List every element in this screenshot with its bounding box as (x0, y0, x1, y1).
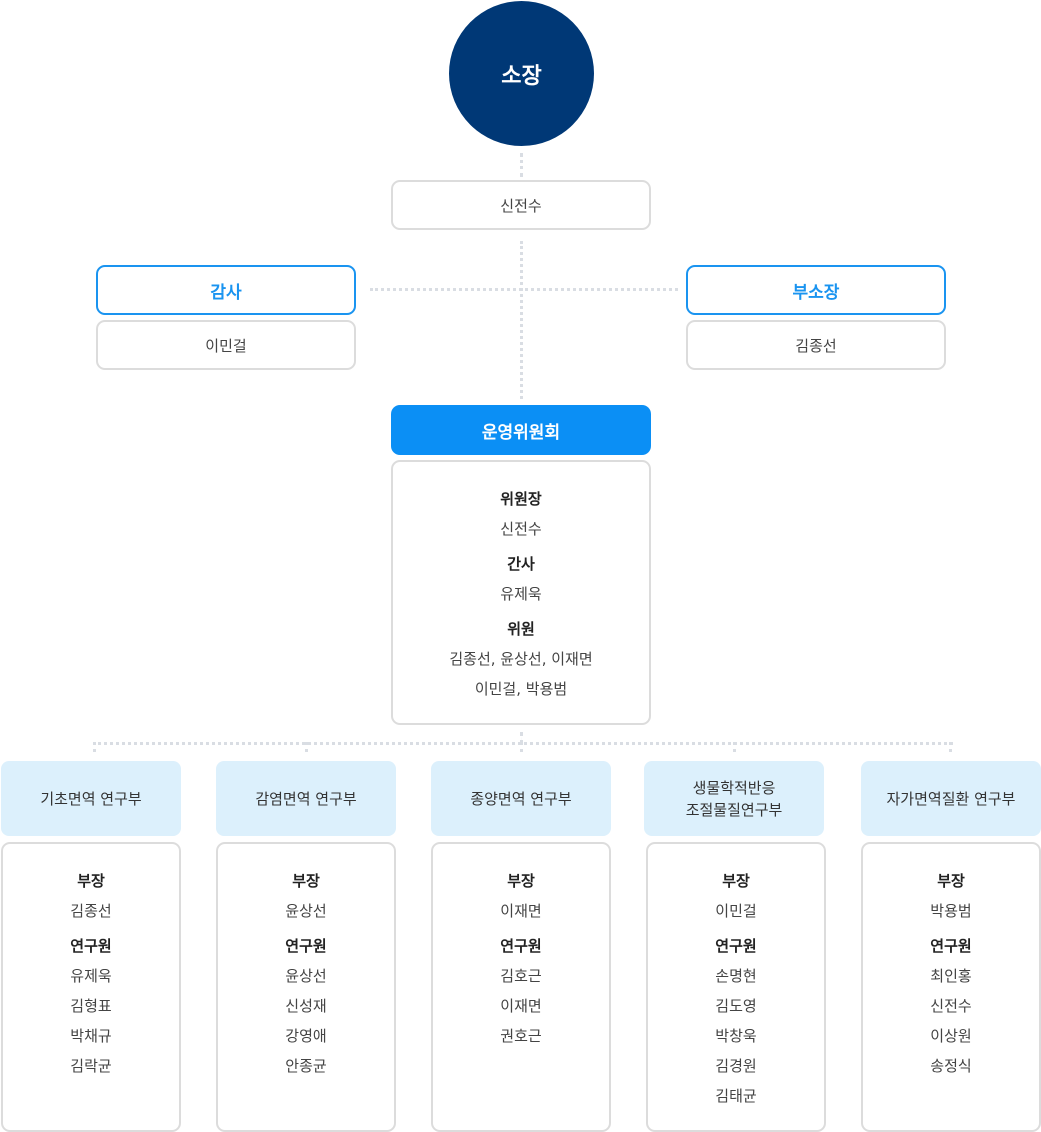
dept-2-researcher: 신성재 (285, 997, 327, 1015)
dept-2-head-name: 윤상선 (285, 902, 327, 920)
connector-departments (93, 742, 953, 745)
dept-2-researcher: 안종균 (285, 1057, 327, 1075)
dept-1-researcher: 김락균 (70, 1057, 112, 1075)
director-node: 소장 (449, 1, 594, 146)
dept-4-researcher: 손명현 (715, 967, 757, 985)
dept-4-researcher: 김도영 (715, 997, 757, 1015)
deputy-title: 부소장 (792, 282, 840, 303)
connector-main-vertical (520, 241, 523, 399)
director-name: 신전수 (500, 196, 542, 215)
dept-4-title-box: 생물학적반응 조절물질연구부 (644, 761, 824, 836)
auditor-name-box: 이민걸 (96, 320, 356, 370)
connector-dept-1 (93, 742, 96, 752)
auditor-title: 감사 (210, 282, 242, 303)
deputy-title-box: 부소장 (686, 265, 946, 315)
connector-dept-2 (305, 742, 308, 752)
dept-3-head-role: 부장 (507, 872, 535, 890)
dept-4-researcher: 김태균 (715, 1087, 757, 1105)
dept-3-title-box: 종양면역 연구부 (431, 761, 611, 836)
dept-3-members-box: 부장 이재면 연구원 김호근 이재면 권호근 (431, 842, 611, 1132)
dept-2-researcher: 윤상선 (285, 967, 327, 985)
committee-members-line-1: 김종선, 윤상선, 이재면 (449, 650, 593, 668)
committee-chair-role: 위원장 (500, 490, 542, 508)
dept-5-researcher-role: 연구원 (930, 937, 972, 955)
dept-2-head-role: 부장 (292, 872, 320, 890)
dept-5-researcher: 최인홍 (930, 967, 972, 985)
dept-3-researcher-role: 연구원 (500, 937, 542, 955)
committee-secretary-role: 간사 (507, 555, 535, 573)
dept-3-researcher: 권호근 (500, 1027, 542, 1045)
dept-5-title: 자가면역질환 연구부 (886, 789, 1016, 808)
dept-2-title-box: 감염면역 연구부 (216, 761, 396, 836)
connector-dept-4 (733, 742, 736, 752)
dept-5-head-name: 박용범 (930, 902, 972, 920)
connector-director (520, 153, 523, 177)
dept-3-researcher: 이재면 (500, 997, 542, 1015)
dept-4-head-name: 이민걸 (715, 902, 757, 920)
dept-1-head-name: 김종선 (70, 902, 112, 920)
connector-auditor-deputy (370, 288, 678, 291)
dept-4-researcher: 박창욱 (715, 1027, 757, 1045)
dept-5-members-box: 부장 박용범 연구원 최인홍 신전수 이상원 송정식 (861, 842, 1041, 1132)
dept-1-researcher: 유제욱 (70, 967, 112, 985)
dept-2-researcher-role: 연구원 (285, 937, 327, 955)
auditor-title-box: 감사 (96, 265, 356, 315)
committee-members-box: 위원장 신전수 간사 유제욱 위원 김종선, 윤상선, 이재면 이민걸, 박용범 (391, 460, 651, 725)
dept-1-title: 기초면역 연구부 (40, 789, 142, 808)
dept-5-head-role: 부장 (937, 872, 965, 890)
director-title: 소장 (501, 63, 542, 89)
dept-4-researcher: 김경원 (715, 1057, 757, 1075)
deputy-name-box: 김종선 (686, 320, 946, 370)
dept-4-members-box: 부장 이민걸 연구원 손명현 김도영 박창욱 김경원 김태균 (646, 842, 826, 1132)
dept-4-title-line-1: 생물학적반응 (692, 778, 776, 797)
deputy-name: 김종선 (795, 336, 837, 355)
committee-member-role: 위원 (507, 620, 535, 638)
dept-2-researcher: 강영애 (285, 1027, 327, 1045)
connector-dept-3 (520, 742, 523, 752)
dept-4-title-line-2: 조절물질연구부 (685, 800, 783, 819)
dept-5-researcher: 송정식 (930, 1057, 972, 1075)
dept-2-title: 감염면역 연구부 (255, 789, 357, 808)
dept-3-head-name: 이재면 (500, 902, 542, 920)
dept-1-head-role: 부장 (77, 872, 105, 890)
dept-1-members-box: 부장 김종선 연구원 유제욱 김형표 박채규 김락균 (1, 842, 181, 1132)
dept-4-researcher-role: 연구원 (715, 937, 757, 955)
dept-4-head-role: 부장 (722, 872, 750, 890)
dept-5-title-box: 자가면역질환 연구부 (861, 761, 1041, 836)
committee-chair-name: 신전수 (500, 520, 542, 538)
dept-2-members-box: 부장 윤상선 연구원 윤상선 신성재 강영애 안종균 (216, 842, 396, 1132)
connector-dept-5 (949, 742, 952, 752)
dept-1-researcher: 박채규 (70, 1027, 112, 1045)
dept-3-researcher: 김호근 (500, 967, 542, 985)
dept-5-researcher: 신전수 (930, 997, 972, 1015)
dept-1-title-box: 기초면역 연구부 (1, 761, 181, 836)
dept-3-title: 종양면역 연구부 (470, 789, 572, 808)
committee-members-line-2: 이민걸, 박용범 (474, 680, 568, 698)
dept-1-researcher: 김형표 (70, 997, 112, 1015)
committee-title: 운영위원회 (481, 422, 561, 443)
committee-secretary-name: 유제욱 (500, 585, 542, 603)
auditor-name: 이민걸 (205, 336, 247, 355)
dept-5-researcher: 이상원 (930, 1027, 972, 1045)
committee-title-box: 운영위원회 (391, 405, 651, 455)
dept-1-researcher-role: 연구원 (70, 937, 112, 955)
director-name-box: 신전수 (391, 180, 651, 230)
connector-committee-down (520, 732, 523, 744)
